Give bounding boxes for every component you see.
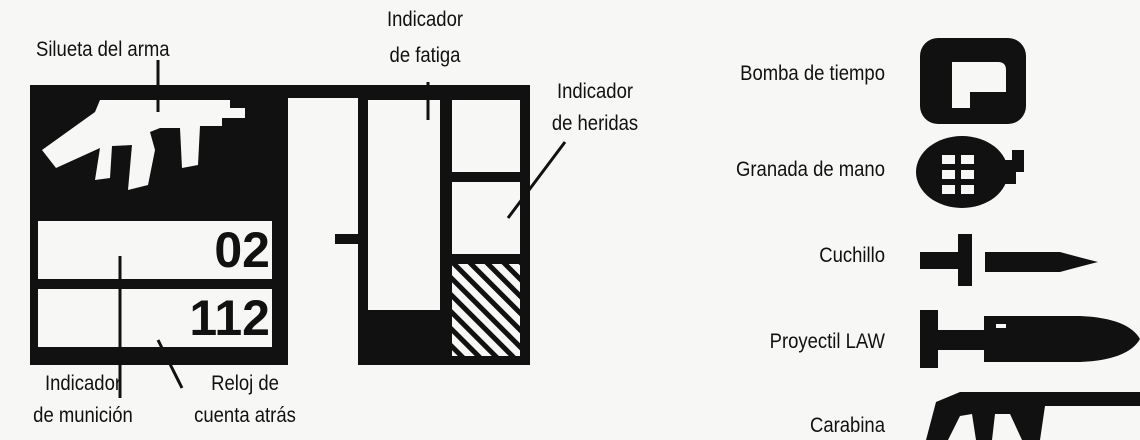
countdown-label-2: cuenta atrás bbox=[194, 404, 296, 427]
side-tick bbox=[335, 234, 361, 244]
countdown-label-1: Reloj de bbox=[211, 372, 279, 395]
pointer-lines bbox=[118, 60, 567, 398]
carbine-icon bbox=[926, 392, 1140, 440]
legend-label-hand-grenade: Granada de mano bbox=[736, 158, 885, 181]
ammo-indicator-label-2: de munición bbox=[33, 404, 133, 427]
wounds-indicator bbox=[440, 90, 530, 365]
law-rocket-icon bbox=[920, 310, 1140, 368]
ammo-count: 02 bbox=[214, 222, 270, 278]
legend-label-time-bomb: Bomba de tiempo bbox=[740, 62, 885, 85]
time-bomb-icon bbox=[920, 38, 1026, 124]
knife-icon bbox=[920, 234, 1098, 286]
wounds-indicator-label-2: de heridas bbox=[551, 112, 639, 135]
weapon-silhouette-icon bbox=[42, 100, 245, 190]
weapon-silhouette-label: Silueta del arma bbox=[36, 38, 170, 61]
countdown-box bbox=[38, 289, 272, 347]
legend-label-knife: Cuchillo bbox=[819, 244, 885, 267]
fatigue-bar bbox=[358, 90, 450, 365]
legend-label-law-rocket: Proyectil LAW bbox=[769, 330, 885, 353]
ammo-counter-box bbox=[38, 221, 272, 279]
fatigue-indicator-label-2: de fatiga bbox=[389, 44, 461, 67]
wounds-indicator-label-1: Indicador bbox=[556, 80, 634, 103]
fatigue-indicator-label-1: Indicador bbox=[386, 8, 464, 31]
countdown-value: 112 bbox=[189, 290, 270, 346]
legend-label-carbine: Carabina bbox=[809, 414, 885, 437]
ammo-indicator-label-1: Indicador bbox=[44, 372, 122, 395]
hand-grenade-icon bbox=[916, 136, 1024, 208]
